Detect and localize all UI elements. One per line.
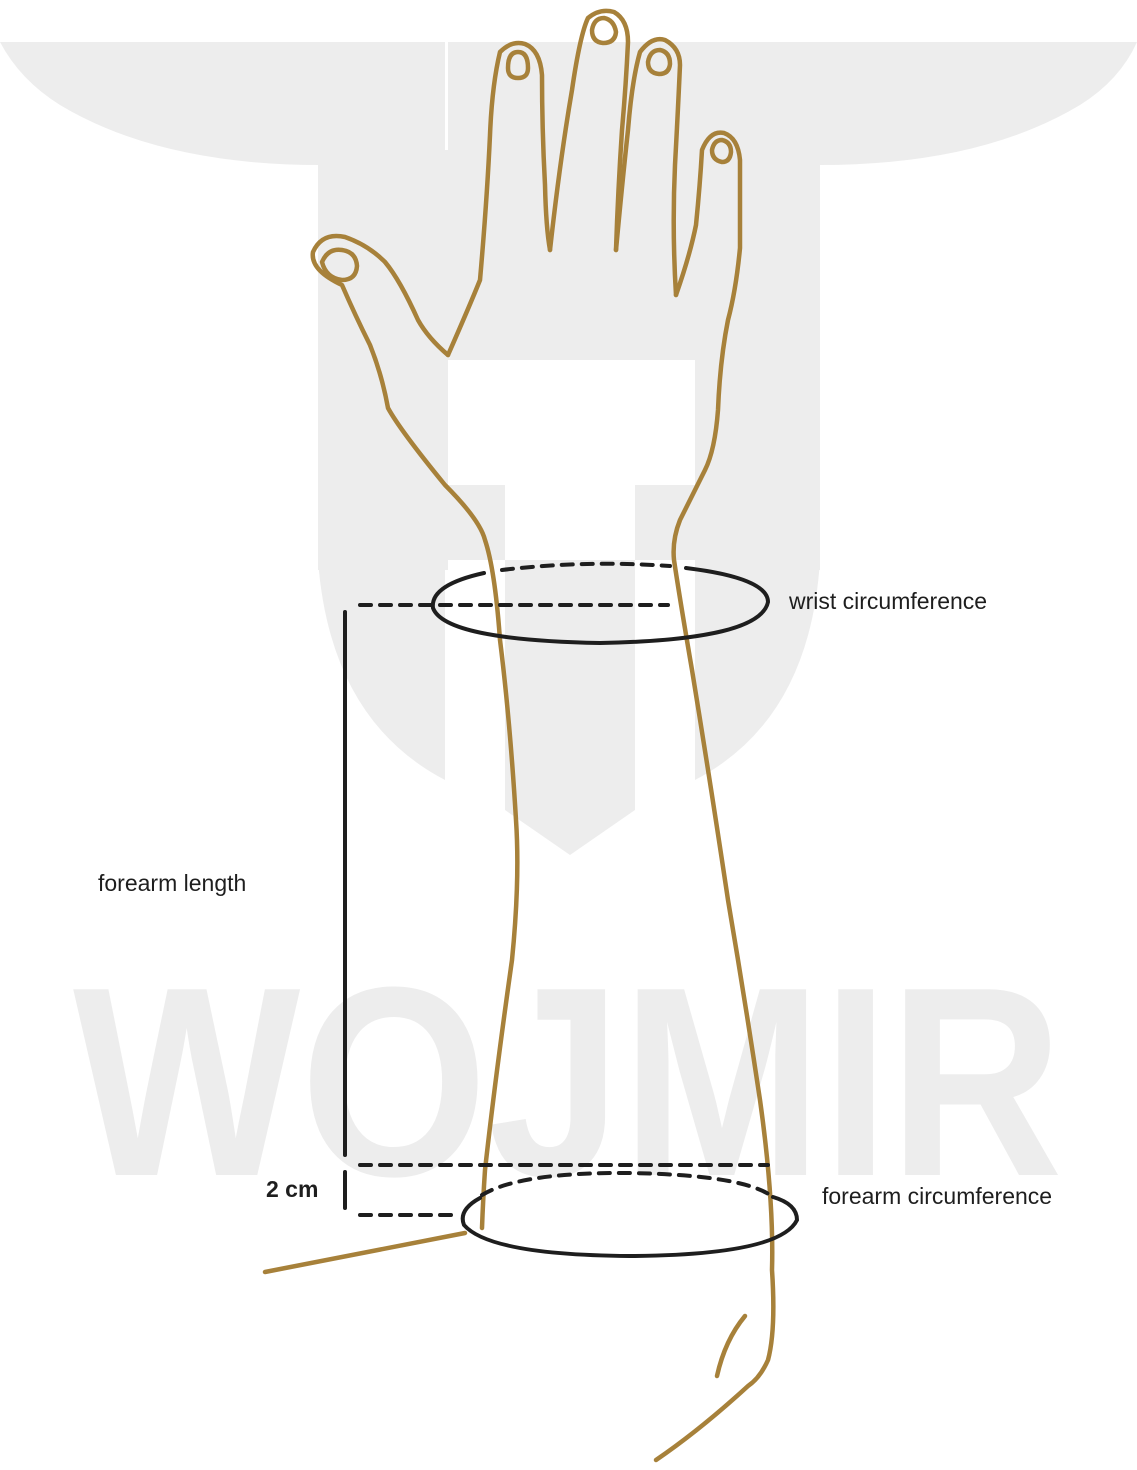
watermark-wing-right	[695, 42, 1137, 165]
elbow-crease	[717, 1316, 745, 1376]
watermark-wing-left	[0, 42, 445, 165]
lower-arm-edge	[265, 1233, 465, 1272]
forearm-circumference-label: forearm circumference	[822, 1185, 1052, 1208]
forearm-length-label: forearm length	[98, 872, 246, 895]
watermark-logo	[0, 42, 1137, 855]
offset-label: 2 cm	[266, 1178, 318, 1201]
middle-nail	[592, 18, 616, 43]
watermark-stem-right	[695, 150, 820, 570]
wrist-circumference-label: wrist circumference	[789, 590, 987, 613]
watermark-stem-left	[318, 150, 448, 570]
